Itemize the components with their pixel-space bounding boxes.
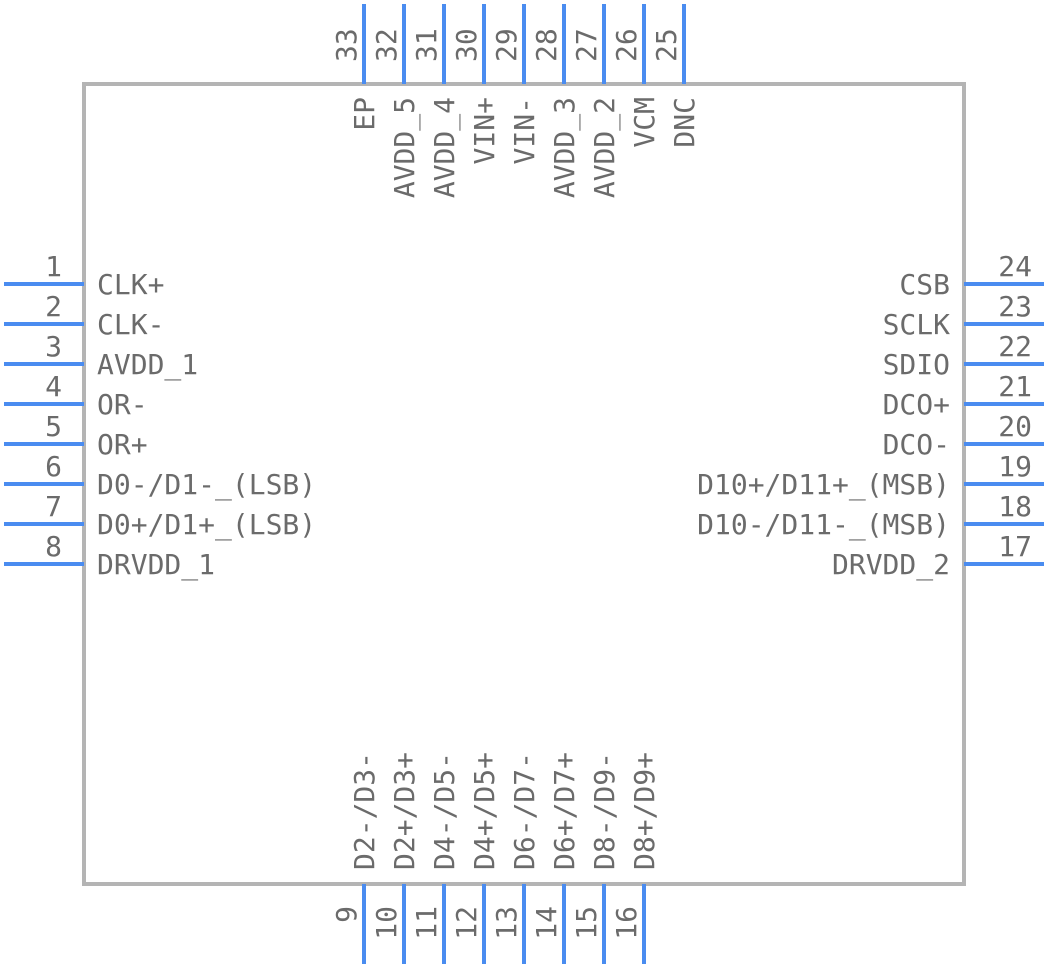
pin-30-number: 30 [450,28,483,62]
pin-31-name: AVDD_4 [428,97,462,198]
pin-14-name: D6+/D7+ [548,752,581,870]
pin-5-name: OR+ [97,428,148,461]
pin-28-number: 28 [530,28,563,62]
pin-30-name: VIN+ [468,97,501,164]
pin-18-number: 18 [998,490,1032,523]
pin-17-number: 17 [998,530,1032,563]
pin-2-number: 2 [45,290,62,323]
pin-24-name: CSB [899,268,950,301]
pin-16-name: D8+/D9+ [628,752,661,870]
pin-1-number: 1 [45,250,62,283]
pin-17-name: DRVDD_2 [832,548,950,582]
pin-24-number: 24 [998,250,1032,283]
pin-10-name: D2+/D3+ [388,752,421,870]
pin-29-number: 29 [490,28,523,62]
pin-20-number: 20 [998,410,1032,443]
pin-3-name: AVDD_1 [97,348,198,382]
pin-23-name: SCLK [883,308,951,341]
pin-23-number: 23 [998,290,1032,323]
pin-3-number: 3 [45,330,62,363]
pin-12-name: D4+/D5+ [468,752,501,870]
pin-16-number: 16 [610,906,643,940]
pin-18-name: D10-/D11-_(MSB) [697,508,950,542]
pin-15-name: D8-/D9- [588,752,621,870]
pin-13-number: 13 [490,906,523,940]
pin-26-number: 26 [610,28,643,62]
pin-10-number: 10 [370,906,403,940]
pin-4-name: OR- [97,388,148,421]
pin-9-name: D2-/D3- [348,752,381,870]
pin-9-number: 9 [330,906,363,923]
pin-28-name: AVDD_3 [548,97,582,198]
pin-29-name: VIN- [508,97,541,164]
pin-25-name: DNC [668,97,701,148]
pin-22-number: 22 [998,330,1032,363]
pin-14-number: 14 [530,906,563,940]
pin-21-number: 21 [998,370,1032,403]
pin-11-name: D4-/D5- [428,752,461,870]
pin-26-name: VCM [628,97,661,148]
pin-15-number: 15 [570,906,603,940]
pin-13-name: D6-/D7- [508,752,541,870]
pin-6-name: D0-/D1-_(LSB) [97,468,316,502]
pin-32-number: 32 [370,28,403,62]
pin-33-number: 33 [330,28,363,62]
pin-27-name: AVDD_2 [588,97,622,198]
pin-8-number: 8 [45,530,62,563]
pin-27-number: 27 [570,28,603,62]
pin-1-name: CLK+ [97,268,164,301]
pin-4-number: 4 [45,370,62,403]
pin-5-number: 5 [45,410,62,443]
pin-12-number: 12 [450,906,483,940]
pin-31-number: 31 [410,28,443,62]
component-body [82,82,966,886]
pin-33-name: EP [348,97,381,131]
pin-6-number: 6 [45,450,62,483]
pin-19-name: D10+/D11+_(MSB) [697,468,950,502]
pin-11-number: 11 [410,906,443,940]
pin-2-name: CLK- [97,308,164,341]
pin-7-name: D0+/D1+_(LSB) [97,508,316,542]
pin-21-name: DCO+ [883,388,950,421]
pin-22-name: SDIO [883,348,950,381]
pin-8-name: DRVDD_1 [97,548,215,582]
pin-19-number: 19 [998,450,1032,483]
pin-7-number: 7 [45,490,62,523]
pin-20-name: DCO- [883,428,950,461]
pin-25-number: 25 [650,28,683,62]
pin-32-name: AVDD_5 [388,97,422,198]
